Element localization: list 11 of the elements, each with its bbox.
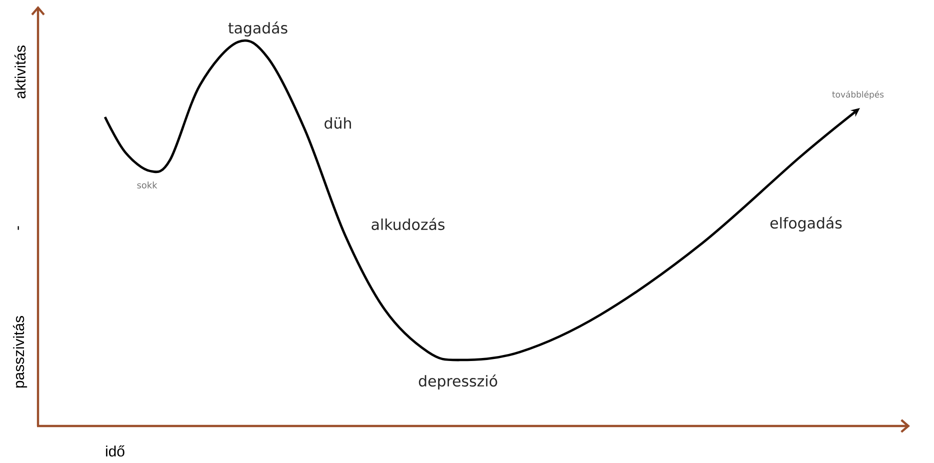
axis-label: passzivitás: [12, 316, 28, 388]
stage-label: továbblépés: [832, 90, 884, 100]
stage-label: elfogadás: [770, 216, 842, 232]
stage-label: alkudozás: [372, 218, 444, 230]
stage-label: depresszió: [418, 374, 498, 390]
axis-label: aktivitás: [14, 46, 26, 98]
stage-label: düh: [324, 117, 351, 129]
axis-label: idő: [106, 445, 124, 457]
stage-label: sokk: [137, 182, 158, 188]
stage-label: tagadás: [228, 21, 288, 37]
axis-label: -: [18, 226, 19, 230]
